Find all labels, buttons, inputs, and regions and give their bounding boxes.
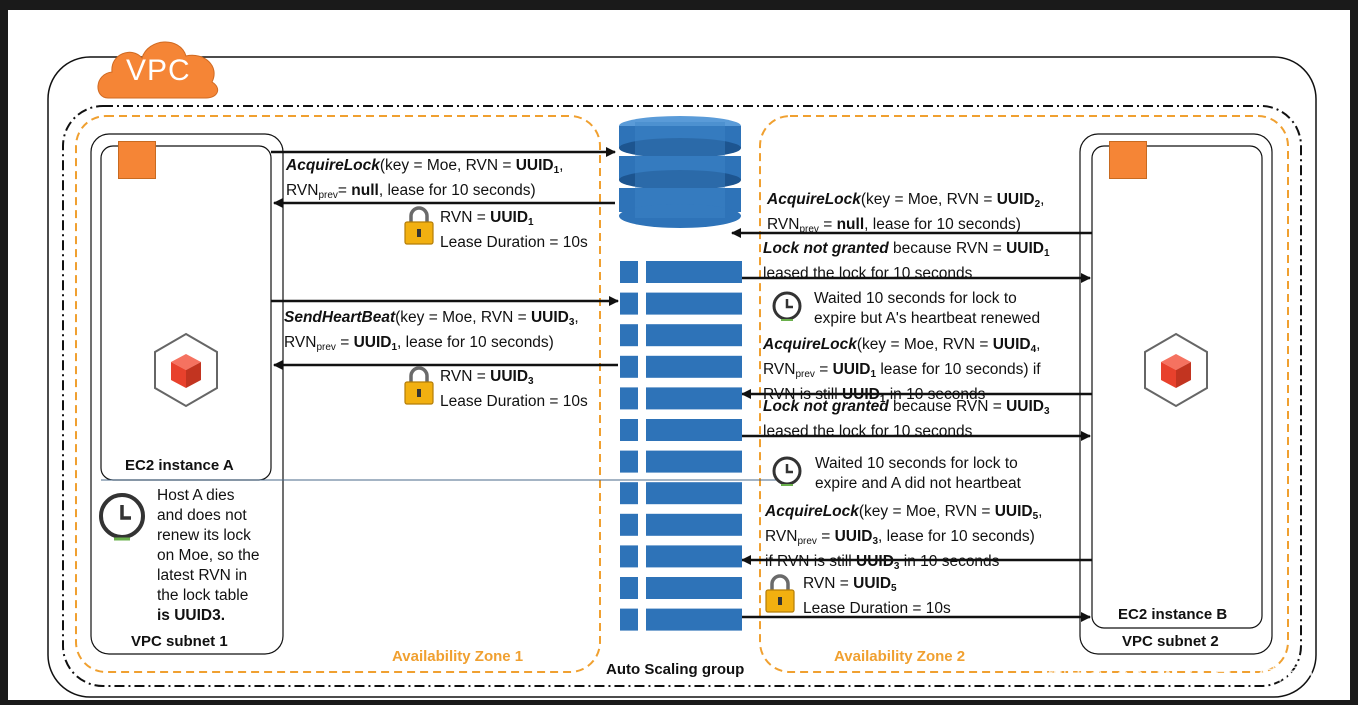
stack-node-large <box>646 577 742 599</box>
cloud-icon <box>97 41 219 99</box>
subnet2-label: VPC subnet 2 <box>1122 633 1219 650</box>
padlock-icon-1 <box>404 206 434 245</box>
msg-acquire2: AcquireLock(key = Moe, RVN = UUID2, RVNp… <box>767 191 1045 235</box>
stack-node-small <box>620 261 638 283</box>
diagram-lines <box>47 41 1317 698</box>
stack-node-large <box>646 513 742 536</box>
instance-b-label: EC2 instance B <box>1118 606 1228 623</box>
padlock-icon-2 <box>404 366 434 405</box>
stack-node-large <box>646 292 742 315</box>
stack-node-large <box>646 261 742 283</box>
msg-heartbeat: SendHeartBeat(key = Moe, RVN = UUID3, RV… <box>284 309 579 353</box>
stack-node-small <box>620 482 638 505</box>
stack-node-small <box>620 387 638 410</box>
instance-stack-icon <box>620 261 742 631</box>
msg-acquire5: AcquireLock(key = Moe, RVN = UUID5, RVNp… <box>765 503 1043 572</box>
stack-node-small <box>620 545 638 568</box>
stack-node-large <box>646 419 742 441</box>
vpc-border <box>47 56 1317 698</box>
auto-scaling-border <box>62 105 1302 687</box>
subnet2-border <box>1079 133 1273 655</box>
stack-node-small <box>620 355 638 378</box>
stack-node-small <box>620 513 638 536</box>
resp1: RVN = UUID1 Lease Duration = 10s <box>440 209 588 251</box>
msg-acquire4: AcquireLock(key = Moe, RVN = UUID4, RVNp… <box>763 336 1041 405</box>
msg-deny1: Lock not granted because RVN = UUID1 lea… <box>763 240 1050 282</box>
padlock-icon-3 <box>765 574 795 613</box>
stack-node-large <box>646 482 742 505</box>
stack-node-large <box>646 608 742 631</box>
ec2-cube-icon-a <box>154 332 218 408</box>
stack-node-small <box>620 324 638 347</box>
instance-b-border <box>1091 145 1263 629</box>
subnet1-border <box>90 133 284 655</box>
az2-label: Availability Zone 2 <box>834 648 966 665</box>
stack-node-small <box>620 450 638 473</box>
resp3: RVN = UUID5 Lease Duration = 10s <box>803 575 951 617</box>
msg-wait2: Waited 10 seconds for lock to expire and… <box>815 455 1021 492</box>
auto-scaling-label: Auto Scaling group <box>606 661 745 678</box>
instance-b-tag <box>1109 141 1147 179</box>
subnet1-label: VPC subnet 1 <box>131 633 228 650</box>
clock-icon-1 <box>772 291 802 321</box>
stack-node-large <box>646 355 742 378</box>
msg-wait1: Waited 10 seconds for lock to expire but… <box>814 290 1041 327</box>
clock-icon-2 <box>772 456 802 486</box>
stack-node-large <box>646 545 742 568</box>
stack-node-large <box>646 387 742 410</box>
stack-node-large <box>646 324 742 347</box>
stack-node-small <box>620 608 638 631</box>
instance-a-tag <box>118 141 156 179</box>
instance-a-label: EC2 instance A <box>125 457 234 474</box>
diagram-canvas: VPC EC2 instance A EC2 instance B VPC su… <box>8 10 1350 700</box>
stack-node-small <box>620 292 638 315</box>
host-a-note: Host A dies and does not renew its lock … <box>157 487 260 624</box>
vpc-badge: VPC <box>126 54 191 87</box>
stack-node-small <box>620 419 638 441</box>
watermark: 掘金技术社区 @ 日月星辰Ace <box>1045 660 1338 685</box>
instance-a-border <box>100 145 272 481</box>
clock-icon-3 <box>99 493 145 541</box>
dynamodb-icon <box>619 116 741 228</box>
stack-node-large <box>646 450 742 473</box>
az1-border <box>75 115 601 673</box>
msg-acquire1: AcquireLock(key = Moe, RVN = UUID1, RVNp… <box>286 157 564 201</box>
ec2-cube-icon-b <box>1144 332 1208 408</box>
stack-node-small <box>620 577 638 599</box>
msg-deny2: Lock not granted because RVN = UUID3 lea… <box>763 398 1050 440</box>
resp2: RVN = UUID3 Lease Duration = 10s <box>440 368 588 410</box>
az1-label: Availability Zone 1 <box>392 648 524 665</box>
